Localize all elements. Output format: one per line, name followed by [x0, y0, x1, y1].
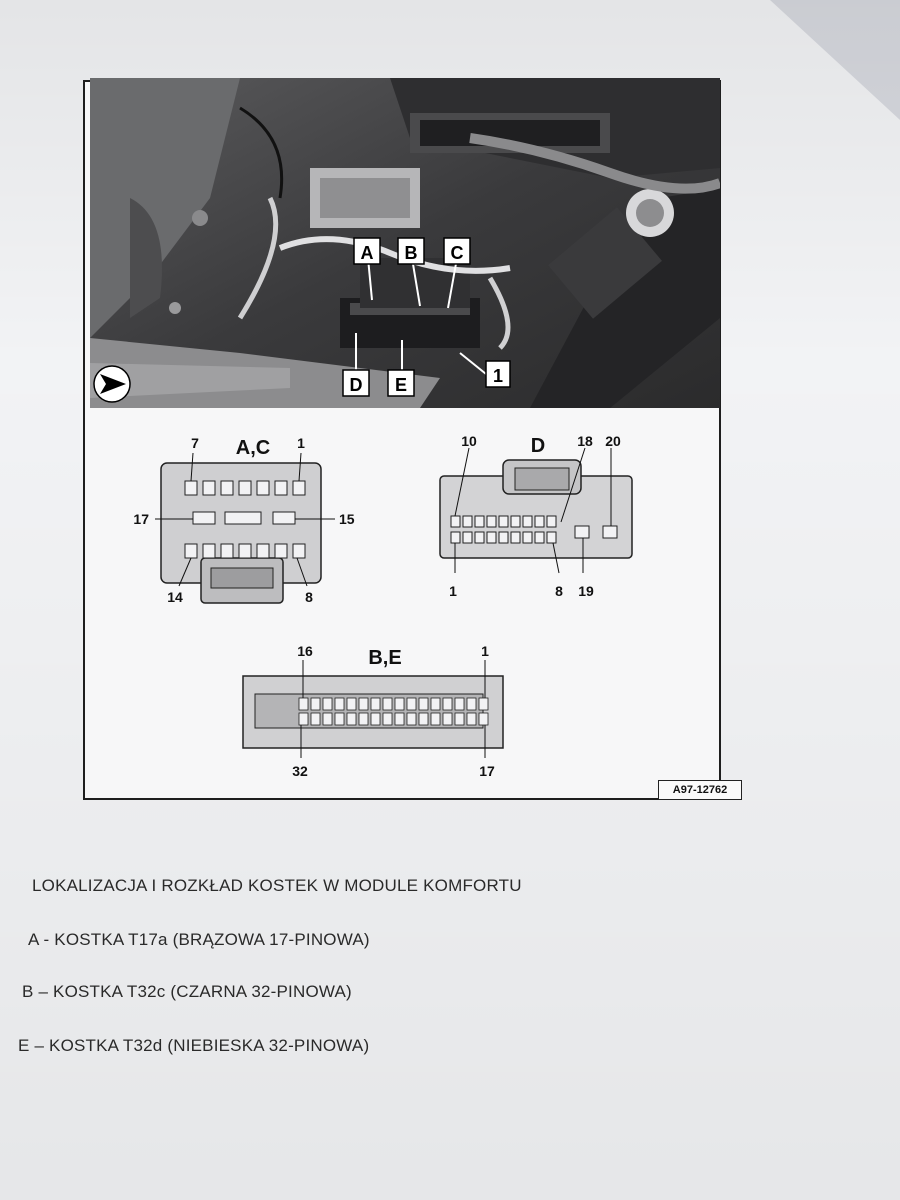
- svg-text:A: A: [361, 243, 374, 263]
- callout-b: B: [397, 237, 425, 265]
- svg-text:15: 15: [339, 511, 355, 527]
- svg-text:1: 1: [449, 583, 457, 599]
- svg-text:B: B: [405, 243, 418, 263]
- svg-text:7: 7: [191, 435, 199, 451]
- svg-text:C: C: [451, 243, 464, 263]
- svg-text:D: D: [531, 435, 545, 457]
- callout-e: E: [387, 369, 415, 397]
- module-photo: A B C D E 1: [90, 78, 720, 408]
- connector-diagrams: A,C 7 1 17 15 14 8 D: [133, 433, 633, 779]
- callout-a: A: [353, 237, 381, 265]
- svg-text:B,E: B,E: [368, 647, 401, 669]
- svg-text:A,C: A,C: [236, 437, 270, 459]
- svg-text:14: 14: [167, 589, 183, 605]
- svg-text:16: 16: [297, 643, 313, 659]
- callout-c: C: [443, 237, 471, 265]
- svg-text:20: 20: [605, 433, 621, 449]
- svg-text:8: 8: [555, 583, 563, 599]
- svg-text:1: 1: [297, 435, 305, 451]
- svg-text:D: D: [350, 375, 363, 395]
- svg-text:1: 1: [493, 366, 503, 386]
- svg-text:19: 19: [578, 583, 594, 599]
- svg-text:8: 8: [305, 589, 313, 605]
- connector-ac-diagram: A,C 7 1 17 15 14 8: [133, 435, 354, 605]
- svg-text:32: 32: [292, 763, 308, 779]
- svg-text:17: 17: [479, 763, 495, 779]
- svg-text:18: 18: [577, 433, 593, 449]
- direction-arrow-icon: [93, 365, 131, 403]
- connector-d-diagram: D 10 18 20 1 8 19: [439, 433, 633, 599]
- callout-d: D: [342, 369, 370, 397]
- callout-1: 1: [485, 360, 511, 388]
- figure-reference: A97-12762: [658, 780, 742, 800]
- svg-text:E: E: [395, 375, 407, 395]
- svg-text:17: 17: [133, 511, 149, 527]
- connector-be-diagram: B,E 16 1 32 17: [242, 643, 504, 779]
- svg-text:1: 1: [481, 643, 489, 659]
- svg-text:10: 10: [461, 433, 477, 449]
